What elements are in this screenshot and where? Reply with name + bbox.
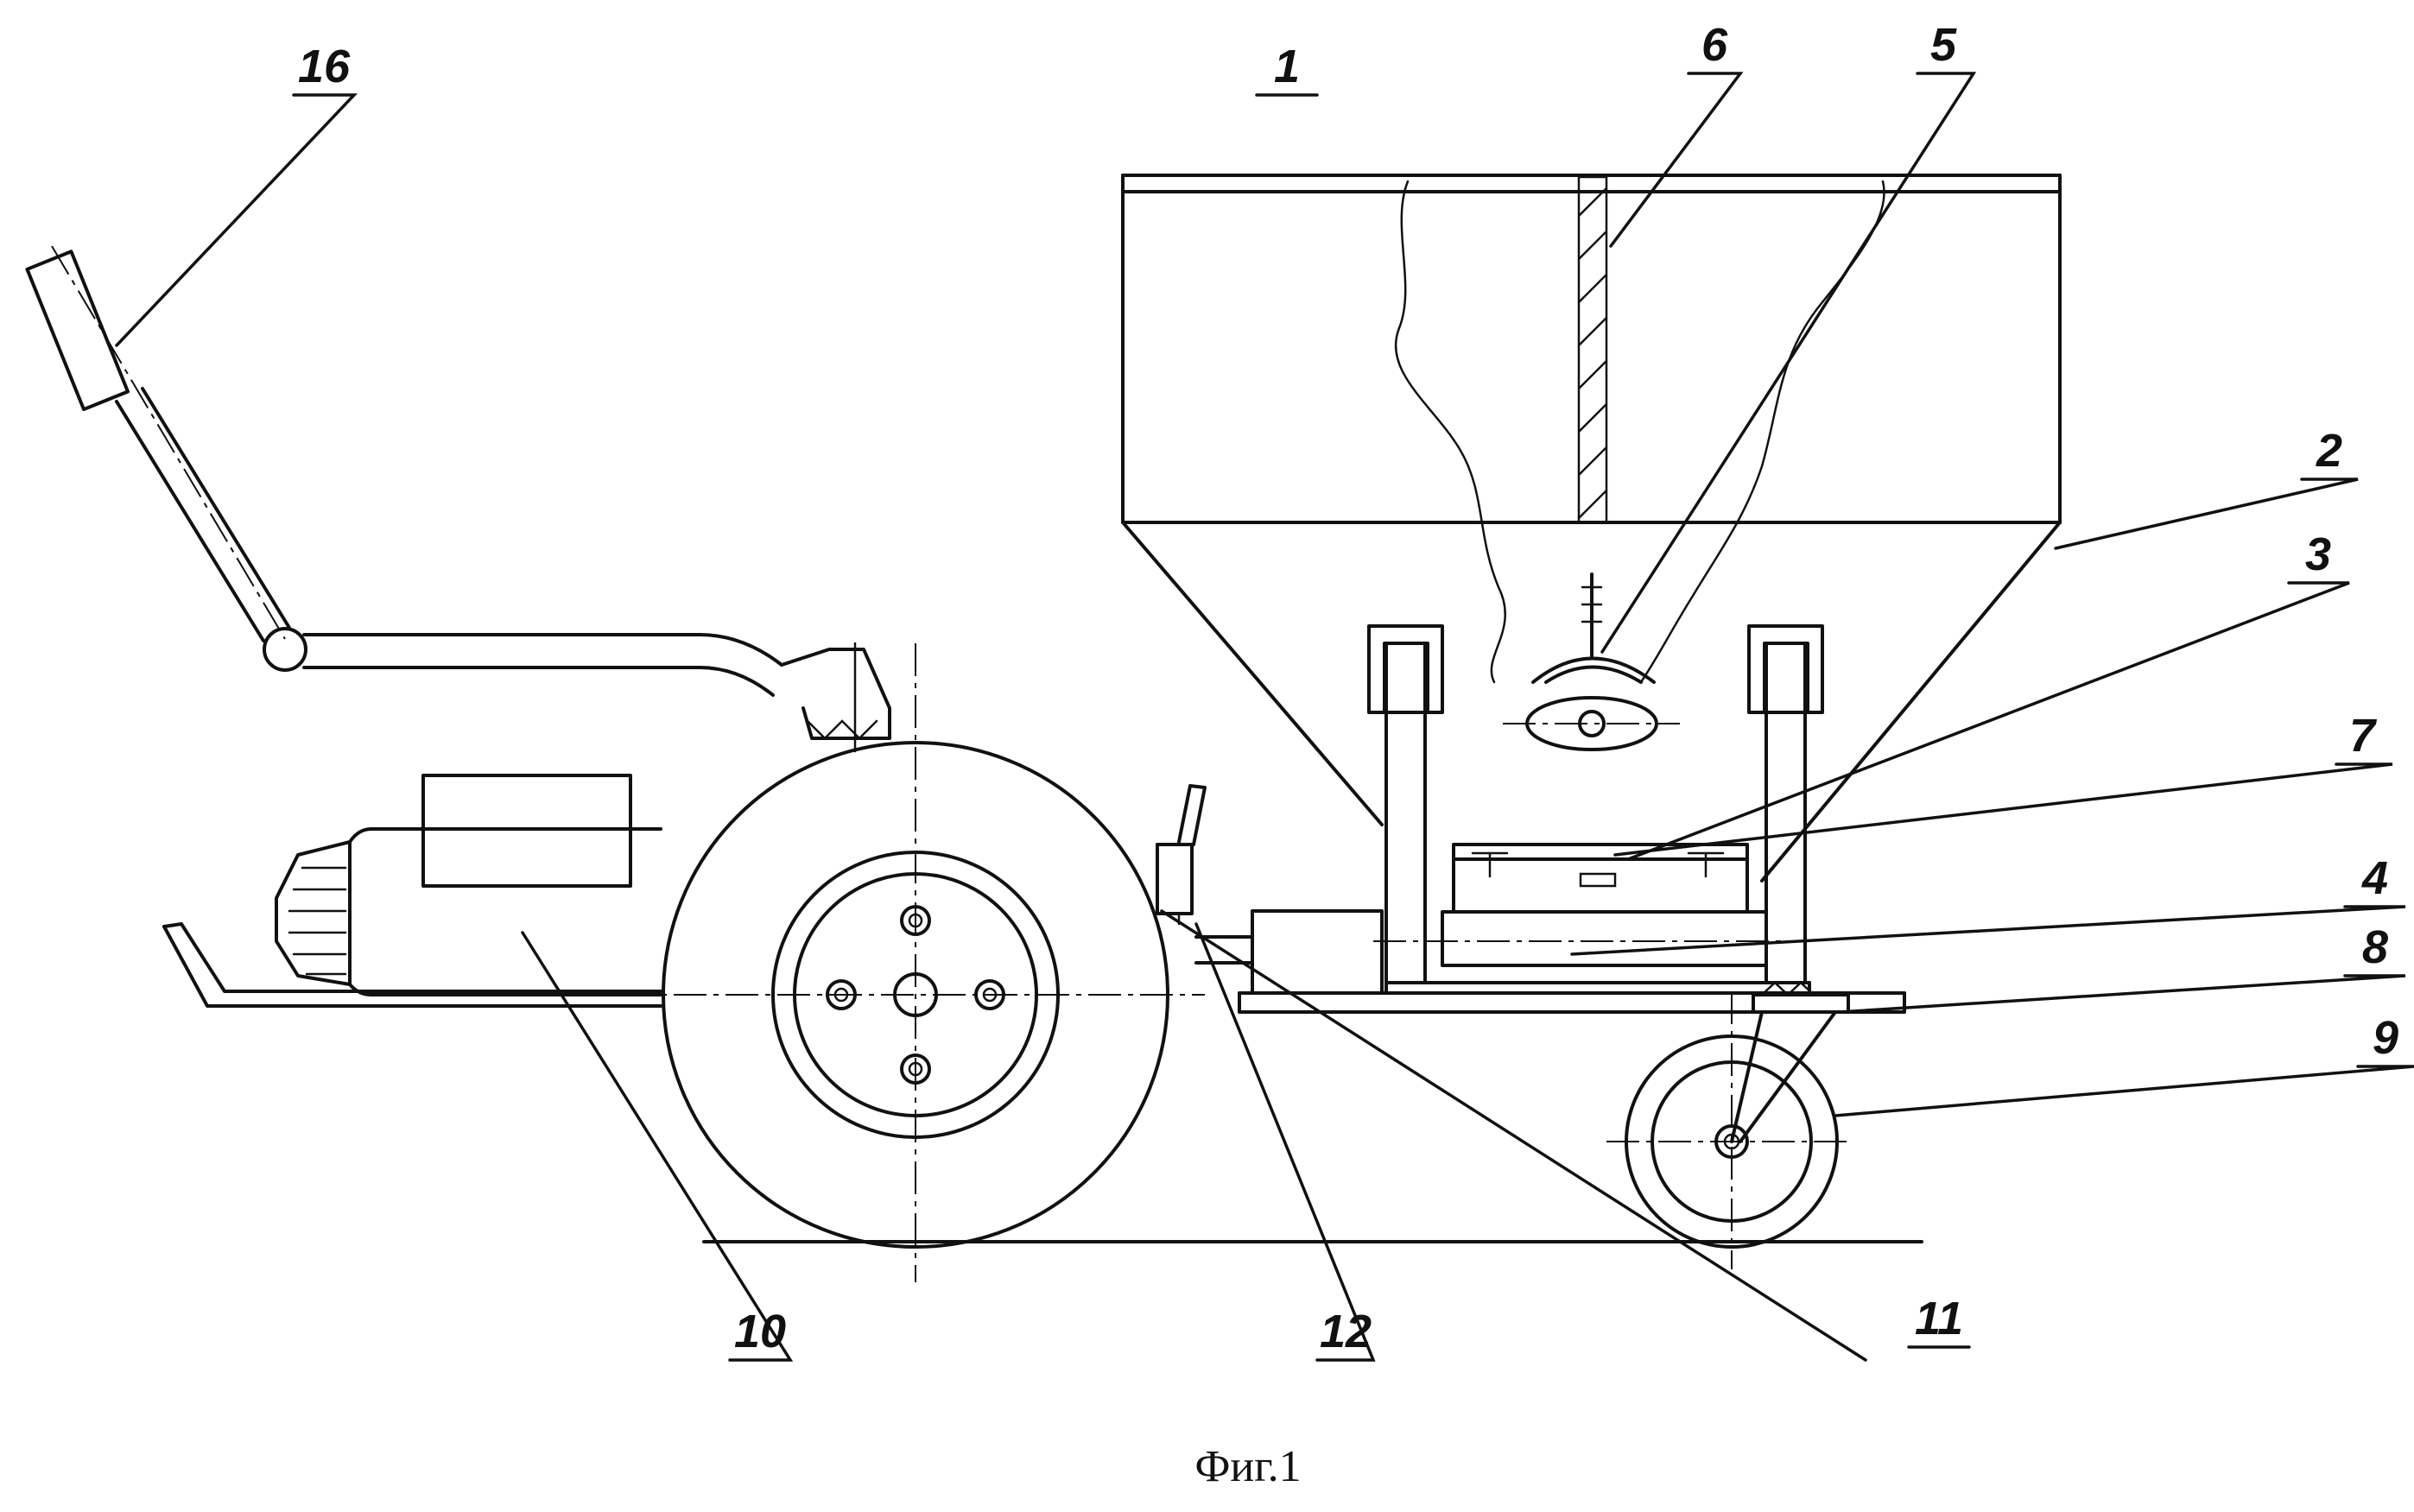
shaft: [1373, 912, 1788, 965]
leader-lines: [117, 73, 2414, 1360]
cutaway-left: [1396, 181, 1505, 682]
label-5: 5: [1930, 19, 1957, 71]
figure-caption: Фиг.1: [1194, 1442, 1301, 1491]
label-3: 3: [2305, 528, 2331, 580]
label-2: 2: [2316, 425, 2342, 477]
label-16: 16: [298, 41, 351, 92]
drive-wheel: [622, 643, 1205, 1282]
cutaway-right: [1641, 181, 1885, 682]
partition: [1579, 177, 1606, 522]
callouts: 16 1 6 5 2 3 7 4 8 9 10 12 11: [298, 19, 2398, 1357]
castor-wheel: [1606, 983, 1848, 1269]
motor: [276, 775, 661, 995]
handle: [27, 246, 890, 751]
label-7: 7: [2349, 710, 2378, 762]
label-6: 6: [1701, 19, 1728, 71]
hopper: [1123, 175, 2060, 522]
label-9: 9: [2373, 1012, 2398, 1064]
label-11: 11: [1915, 1293, 1963, 1344]
label-8: 8: [2362, 921, 2388, 973]
label-10: 10: [734, 1306, 786, 1357]
lever: [1157, 786, 1205, 924]
frame-uprights: [1369, 626, 1822, 983]
label-4: 4: [2361, 852, 2388, 904]
label-12: 12: [1320, 1306, 1372, 1357]
metering-box: [1454, 845, 1747, 912]
label-1: 1: [1274, 41, 1300, 92]
